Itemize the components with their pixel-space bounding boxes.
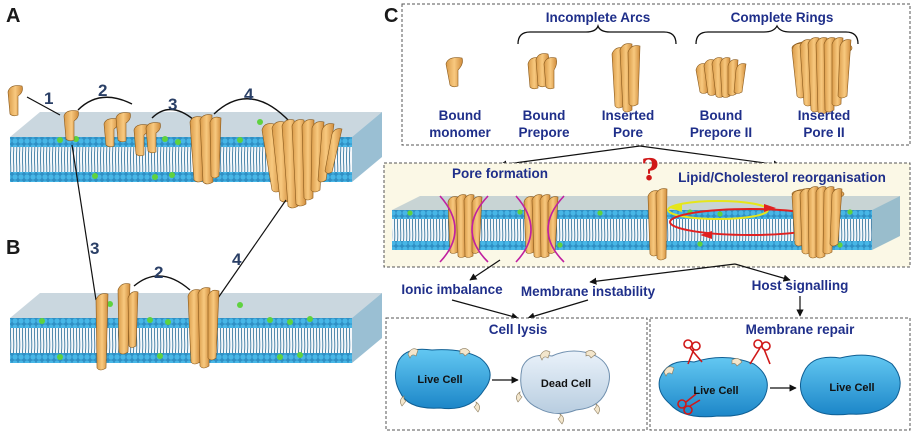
outcome-membrane-repair: Membrane repair (746, 322, 856, 337)
step-a1: 1 (44, 89, 53, 108)
panel-c: C Incomplete Arcs Complete Rings (383, 3, 911, 431)
header-incomplete-arcs: Incomplete Arcs (546, 10, 651, 25)
inserted-pore-ii-icon (791, 37, 853, 115)
stage-labels: Bound monomer Bound Prepore Inserted Por… (429, 108, 850, 140)
stage-3-line1: Inserted (602, 108, 655, 123)
live-cell-label-1: Live Cell (417, 374, 462, 386)
live-cell-3-icon (800, 354, 901, 416)
live-cell-label-3: Live Cell (829, 382, 874, 394)
step-b4: 4 (232, 250, 242, 269)
bound-prepore-icon (527, 53, 557, 90)
dead-cell-label: Dead Cell (541, 378, 591, 390)
step-a3: 3 (168, 95, 177, 114)
header-complete-rings: Complete Rings (731, 10, 834, 25)
panel-a-label: A (6, 5, 20, 27)
live-cell-1-icon (394, 348, 491, 410)
pore-arc-icon (647, 188, 668, 261)
stage-5-line2: Pore II (803, 125, 844, 140)
inserted-pore-icon (611, 43, 641, 113)
toxin-bound-monomer-icon (63, 110, 79, 142)
pore-1-icon (447, 194, 483, 258)
toxin-monomer-free-icon (7, 85, 23, 117)
toxin-inserted-monomer-icon (95, 283, 139, 371)
toxin-inserted-pore-ring-icon (261, 119, 343, 209)
toxin-inserted-arc-icon (189, 114, 222, 185)
live-cell-label-2: Live Cell (693, 385, 738, 397)
dead-cell-icon (520, 350, 610, 414)
question-mark: ? (641, 153, 659, 188)
stage-1-line2: monomer (429, 125, 491, 140)
bound-prepore-ii-icon (695, 57, 747, 98)
panel-b: B 3 4 2 (6, 144, 382, 371)
pore-ring-icon (791, 186, 845, 259)
stage-2-line1: Bound (523, 108, 566, 123)
panel-b-label: B (6, 237, 20, 259)
scissors-icon (677, 339, 771, 415)
toxin-prepore-icon (103, 112, 161, 157)
step-b2: 2 (154, 263, 163, 282)
effect-host-signalling: Host signalling (752, 278, 849, 293)
mechanism-lipid-reorganisation: Lipid/Cholesterol reorganisation (678, 170, 886, 185)
bound-monomer-icon (445, 57, 463, 88)
step-a4: 4 (244, 85, 254, 104)
stage-5-line1: Inserted (798, 108, 851, 123)
stage-2-line2: Prepore (518, 125, 570, 140)
pore-2-icon (523, 194, 559, 258)
stage-4-line1: Bound (700, 108, 743, 123)
step-b3: 3 (90, 239, 99, 258)
panel-a: A 1 2 (6, 5, 382, 209)
outcome-cell-lysis: Cell lysis (489, 322, 548, 337)
effect-ionic-imbalance: Ionic imbalance (401, 282, 503, 297)
effect-membrane-instability: Membrane instability (521, 284, 656, 299)
stage-4-line2: Prepore II (690, 125, 752, 140)
panel-c-label: C (384, 5, 398, 27)
step-a2: 2 (98, 81, 107, 100)
stage-1-line1: Bound (439, 108, 482, 123)
toxin-inserted-arc-b-icon (187, 287, 220, 369)
mechanism-pore-formation: Pore formation (452, 166, 548, 181)
stage-3-line2: Pore (613, 125, 644, 140)
